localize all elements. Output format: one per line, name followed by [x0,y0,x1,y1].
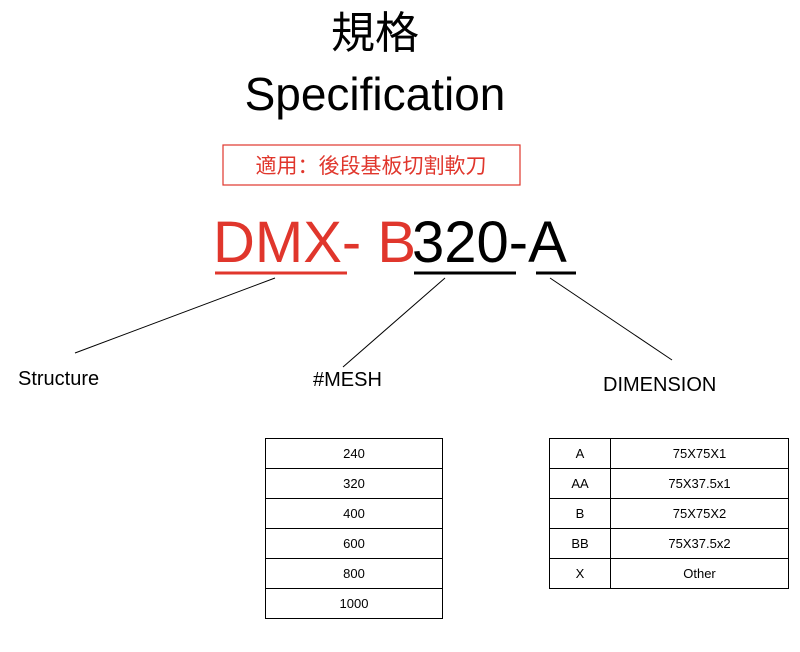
dimension-value-cell: 75X37.5x2 [610,528,789,559]
dimension-value-cell: 75X75X1 [610,438,789,469]
dimension-connector [549,277,673,361]
mesh-row: 800 [265,558,443,589]
model-code-red: DMX- B [213,210,416,275]
mesh-value-cell: 400 [265,498,443,529]
structure-label: Structure [18,368,99,390]
mesh-value-cell: 600 [265,528,443,559]
model-code-black: 320-A [412,210,567,275]
dimension-code-cell: X [549,558,611,589]
dimension-value-cell: Other [610,558,789,589]
dimension-code-cell: AA [549,468,611,499]
mesh-row: 400 [265,498,443,529]
application-box [222,144,521,186]
mesh-row: 1000 [265,588,443,619]
dimension-label: DIMENSION [603,374,716,396]
title-english: Specification [245,68,506,120]
mesh-value-cell: 1000 [265,588,443,619]
mesh-connector [342,277,446,368]
application-text: 適用：後段基板切割軟刀 [256,154,487,178]
dimension-value-cell: 75X37.5x1 [610,468,789,499]
mesh-value-cell: 320 [265,468,443,499]
mesh-value-cell: 800 [265,558,443,589]
dimension-code-cell: B [549,498,611,529]
dimension-code-cell: BB [549,528,611,559]
mesh-value-cell: 240 [265,438,443,469]
mesh-label: #MESH [313,369,382,391]
mesh-row: 320 [265,468,443,499]
dimension-value-cell: 75X75X2 [610,498,789,529]
title-chinese: 規格 [331,8,419,59]
structure-connector [74,277,276,354]
dimension-code-cell: A [549,438,611,469]
mesh-row: 240 [265,438,443,469]
mesh-row: 600 [265,528,443,559]
